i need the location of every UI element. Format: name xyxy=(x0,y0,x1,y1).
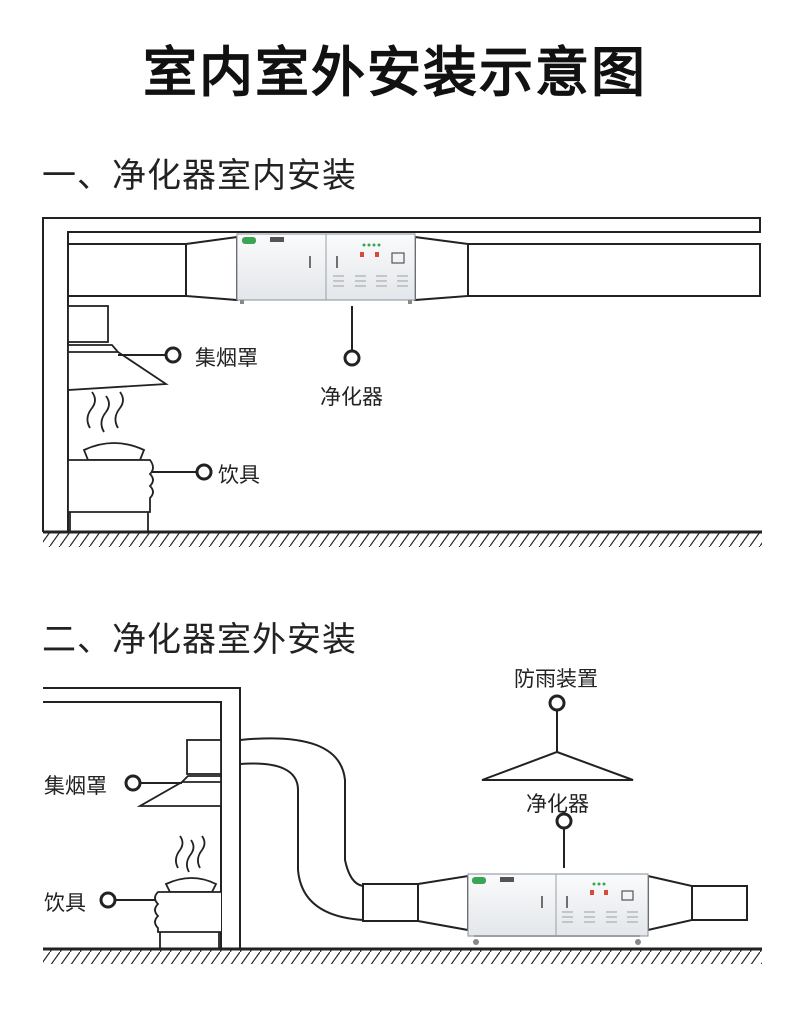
indoor-stove xyxy=(67,391,154,532)
indoor-duct-left xyxy=(67,235,238,302)
outdoor-stove xyxy=(154,835,221,948)
outdoor-stove-callout xyxy=(99,891,156,909)
outdoor-hood-callout xyxy=(124,774,182,792)
outdoor-purifier-callout xyxy=(555,812,573,868)
indoor-ground xyxy=(43,530,762,547)
outdoor-building-outline xyxy=(43,687,241,948)
outdoor-rain-cover-label: 防雨装置 xyxy=(514,667,598,691)
indoor-purifier-unit xyxy=(236,233,416,304)
outdoor-section-title: 二、净化器室外安装 xyxy=(42,620,357,660)
indoor-duct-right xyxy=(414,235,761,302)
indoor-section-title: 一、净化器室内安装 xyxy=(42,156,357,196)
outdoor-flex-duct xyxy=(239,737,469,932)
outdoor-stove-label: 饮具 xyxy=(44,891,86,915)
indoor-hood xyxy=(67,305,169,391)
outdoor-ground xyxy=(43,947,762,964)
indoor-hood-callout xyxy=(118,346,182,364)
outdoor-hood xyxy=(136,739,222,807)
indoor-purifier-callout xyxy=(343,306,361,367)
outdoor-outlet-duct xyxy=(647,874,748,932)
outdoor-purifier-unit xyxy=(467,873,649,945)
logo-icon xyxy=(472,877,486,884)
page-title: 室内室外安装示意图 xyxy=(143,41,647,104)
outdoor-hood-label: 集烟罩 xyxy=(44,774,107,798)
outdoor-rain-cover xyxy=(481,694,634,781)
indoor-purifier-label: 净化器 xyxy=(320,385,383,409)
logo-icon xyxy=(242,237,256,244)
indoor-stove-callout xyxy=(152,463,213,481)
indoor-hood-label: 集烟罩 xyxy=(195,346,258,370)
indoor-stove-label: 饮具 xyxy=(218,463,260,487)
outdoor-purifier-label: 净化器 xyxy=(526,792,589,816)
